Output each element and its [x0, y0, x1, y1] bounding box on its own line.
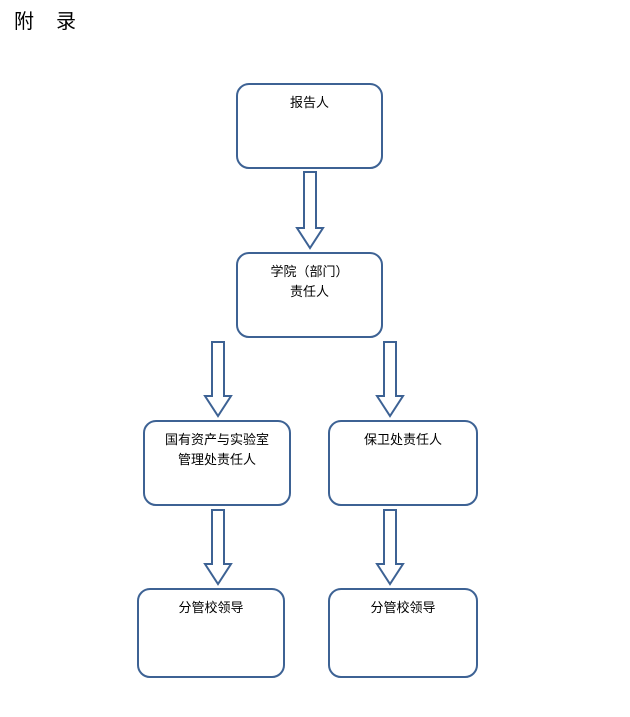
flow-node-label: 报告人	[289, 96, 329, 111]
flow-node-school-leader-right[interactable]: 分管校领导	[328, 588, 478, 678]
flow-node-security-office[interactable]: 保卫处责任人	[328, 420, 478, 506]
flow-arrow-college-to-security	[375, 341, 405, 418]
flow-node-label: 保卫处责任人	[363, 433, 442, 448]
flow-arrow-security-to-leader	[375, 509, 405, 586]
flow-node-label: 分管校领导	[178, 601, 244, 616]
flow-node-label: 国有资产与实验室 管理处责任人	[164, 433, 269, 468]
flow-arrow-reporter-to-college	[295, 171, 325, 250]
flow-node-reporter[interactable]: 报告人	[236, 83, 383, 169]
flow-node-label: 学院（部门） 责任人	[270, 265, 349, 300]
flow-node-assets-lab-office[interactable]: 国有资产与实验室 管理处责任人	[143, 420, 291, 506]
flow-arrow-college-to-assets	[203, 341, 233, 418]
page-title: 附 录	[14, 9, 77, 33]
flow-node-school-leader-left[interactable]: 分管校领导	[137, 588, 285, 678]
flow-node-label: 分管校领导	[370, 601, 436, 616]
flow-node-college-department[interactable]: 学院（部门） 责任人	[236, 252, 383, 338]
flow-arrow-assets-to-leader	[203, 509, 233, 586]
